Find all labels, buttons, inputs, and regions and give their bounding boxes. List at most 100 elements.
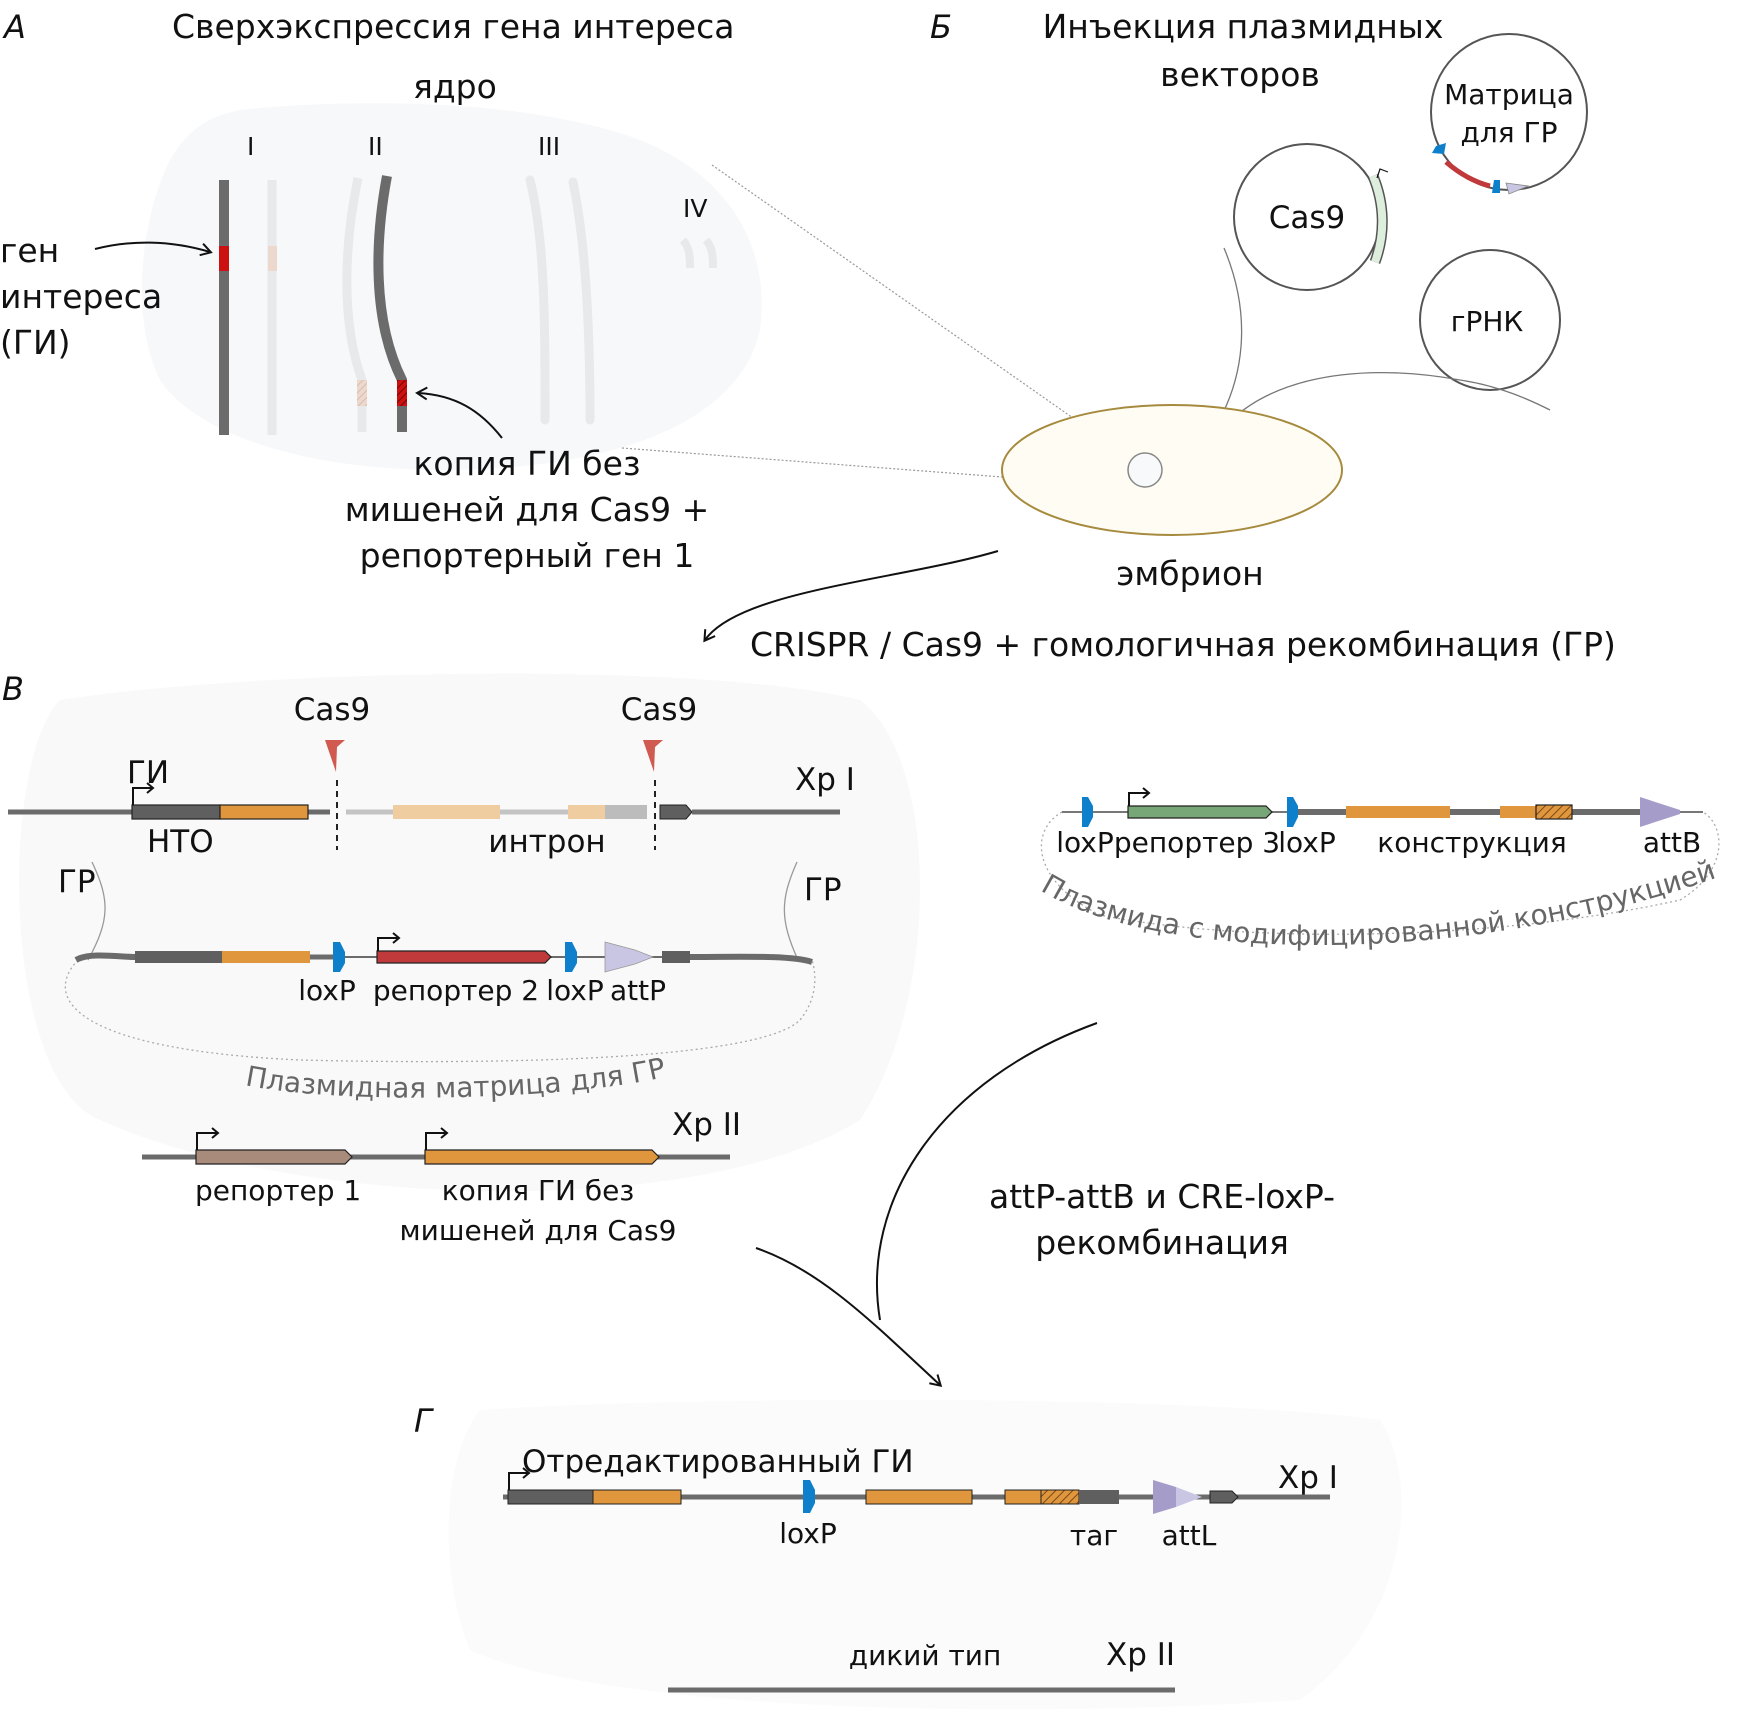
construct-promoter-arrow-icon	[1128, 787, 1151, 806]
cas9-gene-fill	[1369, 174, 1387, 264]
chr2-promoter-arrow-icon-2	[425, 1127, 449, 1150]
chr1-promoter-arrow-icon	[132, 782, 155, 805]
crispr-step-arrow-icon	[703, 550, 999, 643]
gene-of-interest-marker	[219, 246, 229, 271]
panel-v-background	[19, 673, 921, 1192]
embryo	[1001, 404, 1343, 536]
template-feature-attp: attP	[610, 974, 666, 1007]
recombination-arrow-icon	[755, 1247, 943, 1388]
chr2-promoter-arrow-icon-1	[196, 1127, 220, 1150]
chr1-gene-label: ГИ	[127, 755, 169, 791]
construct-plasmid-label-text: Плазмида с модифицированной конструкцией	[1036, 853, 1719, 952]
template-exon	[222, 951, 310, 963]
construct-loxp-icon-1	[1082, 797, 1093, 827]
hr-arc-right	[783, 861, 799, 961]
panel-b-title-line1: Инъекция плазмидных	[1043, 7, 1444, 46]
gene-label-line2: интереса	[0, 277, 162, 316]
chr2-copy-label-line2: мишеней для Cas9	[400, 1214, 677, 1247]
template-attp-icon	[604, 941, 655, 973]
edited-utr	[507, 1489, 594, 1505]
copy-label-line3: репортерный ген 1	[360, 536, 695, 575]
grna-plasmid	[1419, 249, 1561, 391]
edited-feature-attl: attL	[1162, 1519, 1217, 1552]
panel-b: Б Инъекция плазмидных векторов Cas9 Матр…	[703, 7, 1616, 664]
chr2-label: Хр II	[672, 1107, 741, 1143]
nucleus-label: ядро	[413, 67, 497, 106]
cas9-plasmid-label: Cas9	[1269, 200, 1346, 236]
template-plasmid-loop	[64, 959, 816, 1063]
copy-marker	[397, 380, 407, 406]
template-feature-reporter2: репортер 2	[373, 974, 539, 1007]
template-reporter2	[376, 950, 552, 964]
construct-feature-construct: конструкция	[1377, 826, 1566, 859]
wildtype-label: дикий тип	[849, 1639, 1002, 1672]
chr1-deleted-utr	[605, 805, 647, 819]
panel-a: А Сверхэкспрессия гена интереса ядро I I…	[0, 7, 1141, 575]
chr1-nto-label: НТО	[147, 824, 214, 860]
cas9-cut-arrow-icon-2	[643, 740, 663, 772]
chr1-exon-1	[219, 804, 309, 820]
recombination-label-line1: attP-attB и CRE-loxP-	[989, 1177, 1335, 1216]
edited-attl-icon-1	[1153, 1480, 1176, 1514]
panel-g: Г Отредактированный ГИ Хр I loxP таг att…	[414, 1399, 1402, 1710]
template-end-feature	[662, 951, 690, 963]
construct-exon-1	[1346, 806, 1450, 818]
construct-feature-loxp-2: loxP	[1278, 826, 1336, 859]
chromosome-3-b	[568, 177, 595, 425]
gene-label-line3: (ГИ)	[0, 323, 71, 362]
template-loxp-1	[1432, 143, 1446, 154]
template-loxp-icon-1	[333, 942, 345, 972]
edited-exon-1	[592, 1489, 682, 1505]
template-utr	[135, 951, 222, 963]
cas9-cut-label-1: Cas9	[294, 692, 371, 728]
chr1-intron-label: интрон	[488, 824, 605, 860]
edited-feature-tag: таг	[1070, 1519, 1118, 1552]
copy-arrow-icon	[415, 386, 503, 439]
chromosome-label-4: IV	[683, 194, 707, 223]
chr1-label: Хр I	[795, 762, 855, 798]
template-promoter-arrow-icon	[377, 932, 401, 951]
template-reporter-segment	[1444, 160, 1491, 189]
edited-utr-2	[1079, 1490, 1119, 1504]
construct-exon-2	[1500, 806, 1536, 818]
panel-v: В ГИ НТО интрон Хр I Cas9 Cas9 ГР ГР	[2, 670, 921, 1247]
panel-v-letter: В	[2, 670, 24, 708]
edited-feature-loxp: loxP	[779, 1517, 837, 1550]
gene-arrow-icon	[94, 241, 213, 257]
template-attp	[1505, 182, 1530, 195]
gene-label-line1: ген	[0, 231, 59, 270]
construct-plasmid-loop	[1040, 811, 1720, 935]
edited-gene-label: Отредактированный ГИ	[522, 1444, 914, 1480]
embryo-label: эмбрион	[1116, 554, 1264, 593]
chromosome-label-3: III	[538, 132, 560, 161]
chromosome-label-1: I	[247, 132, 254, 161]
edited-exon-3	[1004, 1489, 1042, 1505]
template-feature-loxp-2: loxP	[546, 974, 604, 1007]
edited-end-feature	[1209, 1490, 1239, 1504]
copy-marker-pale	[357, 380, 367, 406]
construct-loxp-icon-2	[1287, 797, 1298, 827]
chromosome-label-2: II	[368, 132, 383, 161]
template-loxp-2	[1492, 180, 1500, 193]
chromosome-3-a	[525, 175, 550, 425]
panel-g-letter: Г	[414, 1402, 434, 1440]
chr1-utr	[131, 804, 221, 820]
edited-tag	[1040, 1489, 1080, 1505]
chromosome-4-b	[702, 237, 717, 269]
construct-reporter3	[1127, 805, 1273, 819]
embryo-nucleus	[1127, 452, 1163, 488]
recombination-step: attP-attB и CRE-loxP- рекомбинация	[755, 1022, 1335, 1388]
panel-a-title: Сверхэкспрессия гена интереса	[172, 7, 734, 46]
cas9-cut-arrow-icon-1	[325, 740, 345, 772]
hr-arc-left	[87, 861, 106, 961]
grna-plasmid-label: гРНК	[1451, 305, 1524, 338]
construct-feature-loxp-1: loxP	[1056, 826, 1114, 859]
chr2-reporter1-label: репортер 1	[195, 1174, 361, 1207]
panel-g-chr1-label: Хр I	[1278, 1460, 1338, 1496]
template-feature-loxp-1: loxP	[298, 974, 356, 1007]
chromosome-2-a	[342, 177, 367, 432]
chr1-deleted-exon-2	[568, 805, 605, 819]
cas9-cut-label-2: Cas9	[621, 692, 698, 728]
copy-label-line2: мишеней для Cas9 +	[345, 490, 710, 529]
panel-b-title-line2: векторов	[1160, 55, 1320, 94]
